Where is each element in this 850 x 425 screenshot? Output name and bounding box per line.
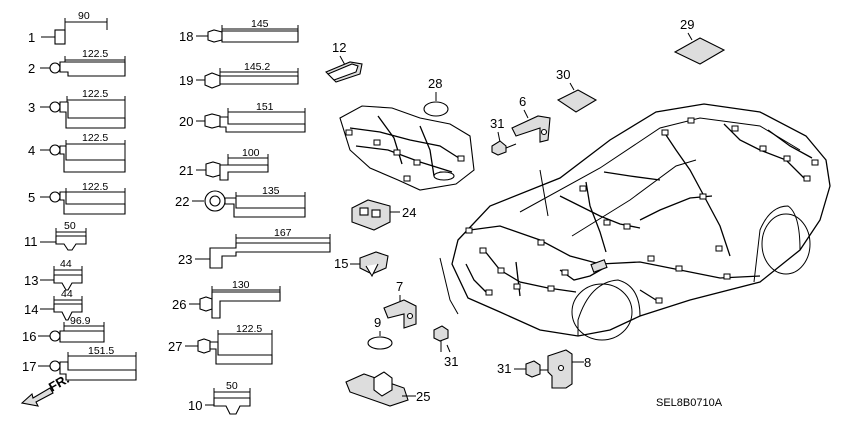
dimension-label: 122.5 bbox=[82, 132, 108, 144]
part-24: 24 bbox=[351, 199, 416, 231]
part-17: 17 151.5 bbox=[22, 345, 137, 381]
dimension-label: 122.5 bbox=[82, 48, 108, 60]
dimension-label: 44 bbox=[61, 288, 73, 300]
part-number: 29 bbox=[680, 17, 694, 32]
front-direction-arrow: FR. bbox=[20, 371, 72, 407]
dimension-label: 151.5 bbox=[88, 345, 114, 357]
dimension-label: 90 bbox=[78, 10, 90, 22]
part-10: 10 50 bbox=[188, 380, 251, 415]
part-13: 13 44 bbox=[24, 258, 83, 291]
part-number: 5 bbox=[28, 190, 35, 205]
part-number: 9 bbox=[374, 315, 381, 330]
part-18: 18 145 bbox=[179, 18, 299, 44]
part-1: 1 90 bbox=[28, 10, 108, 45]
diagram-code: SEL8B0710A bbox=[656, 397, 723, 409]
part-31-lower: 31 bbox=[497, 360, 550, 378]
part-19: 19 145.2 bbox=[179, 61, 299, 89]
part-number: 31 bbox=[444, 354, 458, 369]
vehicle-body bbox=[439, 103, 831, 341]
part-number: 28 bbox=[428, 76, 442, 91]
part-number: 25 bbox=[416, 389, 430, 404]
dimension-label: 167 bbox=[274, 227, 292, 239]
dimension-label: 151 bbox=[256, 101, 274, 113]
part-25: 25 bbox=[345, 371, 430, 407]
part-3: 3 122.5 bbox=[28, 88, 126, 129]
part-14: 14 44 bbox=[24, 288, 83, 321]
vehicle-harness bbox=[465, 117, 819, 304]
part-7: 7 bbox=[383, 279, 417, 329]
part-2: 2 122.5 bbox=[28, 48, 126, 77]
part-11: 11 50 bbox=[24, 220, 87, 251]
dimension-label: 122.5 bbox=[82, 181, 108, 193]
part-number: 24 bbox=[402, 205, 416, 220]
dimension-label: 145 bbox=[251, 18, 269, 30]
part-number: 19 bbox=[179, 73, 193, 88]
part-number: 13 bbox=[24, 273, 38, 288]
part-21: 21 100 bbox=[179, 147, 269, 181]
part-29: 29 bbox=[673, 17, 726, 65]
part-31-middle: 31 bbox=[433, 325, 458, 369]
part-number: 23 bbox=[178, 252, 192, 267]
part-27: 27 122.5 bbox=[168, 323, 273, 365]
part-number: 31 bbox=[497, 361, 511, 376]
part-number: 17 bbox=[22, 359, 36, 374]
dimension-label: 44 bbox=[60, 258, 72, 270]
part-31-upper: 31 bbox=[490, 116, 517, 156]
part-number: 22 bbox=[175, 194, 189, 209]
part-number: 18 bbox=[179, 29, 193, 44]
dashboard-harness bbox=[339, 105, 475, 191]
dimension-label: 130 bbox=[232, 279, 250, 291]
part-30: 30 bbox=[556, 67, 598, 113]
part-number: 30 bbox=[556, 67, 570, 82]
part-number: 6 bbox=[519, 94, 526, 109]
part-20: 20 151 bbox=[179, 101, 306, 133]
part-number: 10 bbox=[188, 398, 202, 413]
dimension-label: 145.2 bbox=[244, 61, 270, 73]
part-number: 7 bbox=[396, 279, 403, 294]
part-22: 22 135 bbox=[175, 185, 306, 218]
part-number: 31 bbox=[490, 116, 504, 131]
part-number: 8 bbox=[584, 355, 591, 370]
dimension-label: 100 bbox=[242, 147, 260, 159]
part-number: 11 bbox=[24, 234, 38, 249]
part-number: 1 bbox=[28, 30, 35, 45]
part-15: 15 bbox=[334, 251, 389, 278]
part-number: 4 bbox=[28, 143, 35, 158]
part-16: 16 96.9 bbox=[22, 315, 105, 344]
part-28: 28 bbox=[423, 76, 449, 117]
part-5: 5 122.5 bbox=[28, 181, 126, 215]
dimension-label: 122.5 bbox=[236, 323, 262, 335]
dimension-label: 50 bbox=[64, 220, 76, 232]
part-26: 26 130 bbox=[172, 279, 281, 319]
part-number: 2 bbox=[28, 61, 35, 76]
part-6: 6 bbox=[511, 94, 551, 143]
part-number: 21 bbox=[179, 163, 193, 178]
part-number: 20 bbox=[179, 114, 193, 129]
dimension-label: 135 bbox=[262, 185, 280, 197]
part-number: 15 bbox=[334, 256, 348, 271]
part-number: 14 bbox=[24, 302, 38, 317]
part-12: 12 bbox=[325, 40, 363, 83]
dimension-label: 96.9 bbox=[70, 315, 91, 327]
part-4: 4 122.5 bbox=[28, 132, 126, 173]
part-8: 8 bbox=[547, 349, 591, 389]
part-9: 9 bbox=[367, 315, 393, 350]
part-number: 12 bbox=[332, 40, 346, 55]
part-23: 23 167 bbox=[178, 227, 331, 269]
part-number: 27 bbox=[168, 339, 182, 354]
part-number: 26 bbox=[172, 297, 186, 312]
dimension-label: 50 bbox=[226, 380, 238, 392]
part-number: 16 bbox=[22, 329, 36, 344]
part-number: 3 bbox=[28, 100, 35, 115]
dimension-label: 122.5 bbox=[82, 88, 108, 100]
